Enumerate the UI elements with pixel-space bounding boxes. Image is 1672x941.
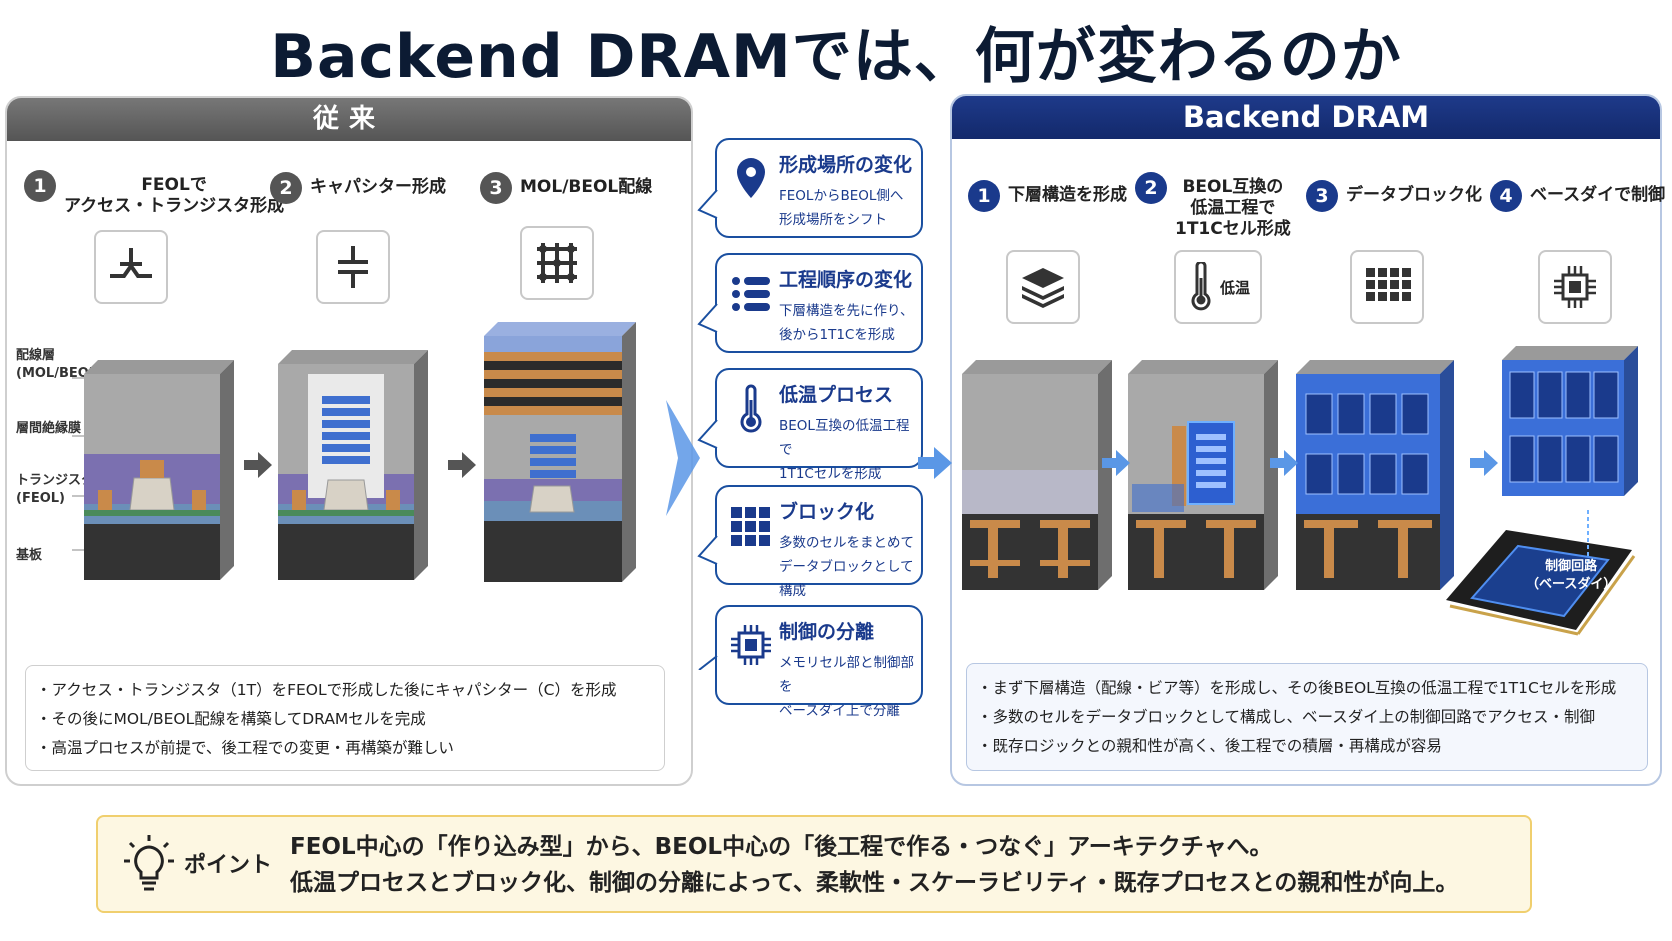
right-step-3: 3 データブロック化	[1306, 180, 1482, 212]
layer-leader-lines	[72, 377, 88, 551]
capacitor-icon-box	[316, 230, 390, 304]
flow-arrow-icon	[1470, 450, 1498, 476]
step-label: FEOLで アクセス・トランジスタ形成	[64, 175, 285, 216]
chip-icon	[1554, 266, 1596, 308]
layer-label-substrate: 基板	[16, 548, 43, 563]
grid-icon	[1366, 268, 1411, 301]
capacitor-block	[278, 350, 428, 580]
base-die-icon-box	[1538, 250, 1612, 324]
capacitor-icon	[338, 246, 368, 288]
flow-arrow-icon	[244, 452, 272, 478]
step-number: 4	[1490, 180, 1522, 212]
callout-title: 制御の分離	[779, 621, 875, 643]
left-step-3: 3 MOL/BEOL配線	[480, 172, 652, 204]
step-number: 1	[968, 180, 1000, 212]
point-line: FEOL中心の「作り込み型」から、BEOL中心の「後工程で作る・つなぐ」アーキテ…	[290, 834, 1273, 860]
page-title: Backend DRAMでは、何が変わるのか	[270, 22, 1402, 92]
memory-block-on-die	[1502, 346, 1638, 496]
thermometer-icon	[1191, 262, 1211, 311]
point-line: 低温プロセスとブロック化、制御の分離によって、柔軟性・スケーラビリティ・既存プロ…	[290, 870, 1459, 896]
right-step-1: 1 下層構造を形成	[968, 180, 1127, 212]
callout-body: 多数のセルをまとめて データブロックとして構成	[779, 535, 914, 599]
step-label: データブロック化	[1346, 185, 1482, 205]
bullet-item: 多数のセルをデータブロックとして構成し、ベースダイ上の制御回路でアクセス・制御	[991, 703, 1631, 732]
mol-beol-wiring-block	[484, 322, 636, 582]
flow-arrow-icon	[1102, 450, 1130, 476]
low-temp-label: 低温	[1219, 278, 1250, 297]
bullet-item: まず下層構造（配線・ビア等）を形成し、その後BEOL互換の低温工程で1T1Cセル…	[991, 674, 1631, 703]
bullet-item: 既存ロジックとの親和性が高く、後工程での積層・再構成が容易	[991, 732, 1631, 761]
chip-icon	[731, 625, 771, 665]
conventional-bullets: アクセス・トランジスタ（1T）をFEOLで形成した後にキャパシター（C）を形成 …	[25, 665, 665, 771]
feol-transistor-block	[84, 360, 234, 580]
step-number: 2	[270, 172, 302, 204]
wiring-icon-box	[520, 226, 594, 300]
low-temp-icon-box: 低温	[1174, 250, 1262, 324]
data-block	[1296, 360, 1454, 590]
point-box: ポイント FEOL中心の「作り込み型」から、BEOL中心の「後工程で作る・つなぐ…	[96, 815, 1532, 913]
grid-icon	[731, 507, 770, 546]
bullet-item: 高温プロセスが前提で、後工程での変更・再構築が難しい	[50, 734, 648, 763]
flow-arrow-icon	[1270, 450, 1298, 476]
step-number: 2	[1135, 172, 1167, 204]
layers-icon-box	[1006, 250, 1080, 324]
base-die-chip	[1446, 510, 1636, 636]
right-step-2: 2 BEOL互換の 低温工程で 1T1Cセル形成	[1135, 172, 1291, 240]
backend-dram-header: Backend DRAM	[952, 96, 1660, 139]
step-label: MOL/BEOL配線	[520, 177, 653, 197]
thermometer-icon	[740, 384, 762, 433]
callout-title: 低温プロセス	[779, 384, 894, 406]
callout-order: 工程順序の変化 下層構造を先に作り、 後から1T1Cを形成	[715, 253, 923, 353]
step-label: ベースダイで制御	[1530, 185, 1666, 205]
callout-block: ブロック化 多数のセルをまとめて データブロックとして構成	[715, 485, 923, 599]
step-number: 3	[1306, 180, 1338, 212]
layers-icon	[1022, 268, 1064, 308]
step-label: キャパシター形成	[310, 177, 446, 197]
callout-location: 形成場所の変化 FEOLからBEOL側へ 形成場所をシフト	[715, 138, 923, 238]
callout-body: BEOL互換の低温工程で 1T1Cセルを形成	[779, 418, 910, 482]
bullet-item: その後にMOL/BEOL配線を構築してDRAMセルを完成	[50, 705, 648, 734]
point-text: FEOL中心の「作り込み型」から、BEOL中心の「後工程で作る・つなぐ」アーキテ…	[290, 829, 1458, 901]
transistor-icon	[110, 248, 152, 278]
cell-formation-block	[1128, 360, 1278, 590]
callout-control: 制御の分離 メモリセル部と制御部を ベースダイ上で分離	[715, 605, 923, 719]
callout-pointers	[697, 189, 718, 670]
callout-title: 形成場所の変化	[779, 154, 913, 176]
layer-label-wiring: 配線層 (MOL/BEOL)	[16, 348, 104, 381]
step-number: 3	[480, 172, 512, 204]
left-step-1: 1 FEOLで アクセス・トランジスタ形成	[24, 170, 284, 217]
location-pin-icon	[737, 158, 765, 198]
step-number: 1	[24, 170, 56, 202]
flow-arrow-icon	[918, 447, 952, 479]
transition-arrow-icon	[666, 400, 700, 516]
callout-body: メモリセル部と制御部を ベースダイ上で分離	[779, 655, 914, 719]
lower-structure-block	[962, 360, 1112, 590]
callout-body: FEOLからBEOL側へ 形成場所をシフト	[779, 188, 904, 228]
callout-low-temp: 低温プロセス BEOL互換の低温工程で 1T1Cセルを形成	[715, 368, 923, 482]
backend-dram-bullets: まず下層構造（配線・ビア等）を形成し、その後BEOL互換の低温工程で1T1Cセル…	[966, 663, 1648, 771]
conventional-header: 従来	[7, 98, 691, 141]
flow-arrow-icon	[448, 452, 476, 478]
list-icon	[732, 277, 770, 311]
lightbulb-icon	[124, 835, 174, 891]
control-circuit-label: 制御回路 （ベースダイ）	[1526, 559, 1617, 592]
data-block-icon-box	[1350, 250, 1424, 324]
step-label: 下層構造を形成	[1008, 185, 1127, 205]
step-label: BEOL互換の 低温工程で 1T1Cセル形成	[1175, 177, 1291, 239]
wiring-grid-icon	[537, 243, 577, 283]
layer-label-insulator: 層間絶縁膜	[16, 421, 82, 436]
transistor-icon-box	[94, 230, 168, 304]
layer-label-transistor: トランジスタ (FEOL)	[16, 473, 95, 506]
callout-body: 下層構造を先に作り、 後から1T1Cを形成	[779, 303, 914, 343]
point-label: ポイント	[184, 853, 273, 878]
left-step-2: 2 キャパシター形成	[270, 172, 446, 204]
callout-title: ブロック化	[779, 501, 875, 523]
bullet-item: アクセス・トランジスタ（1T）をFEOLで形成した後にキャパシター（C）を形成	[50, 676, 648, 705]
callout-title: 工程順序の変化	[779, 269, 913, 291]
right-step-4: 4 ベースダイで制御	[1490, 180, 1665, 212]
